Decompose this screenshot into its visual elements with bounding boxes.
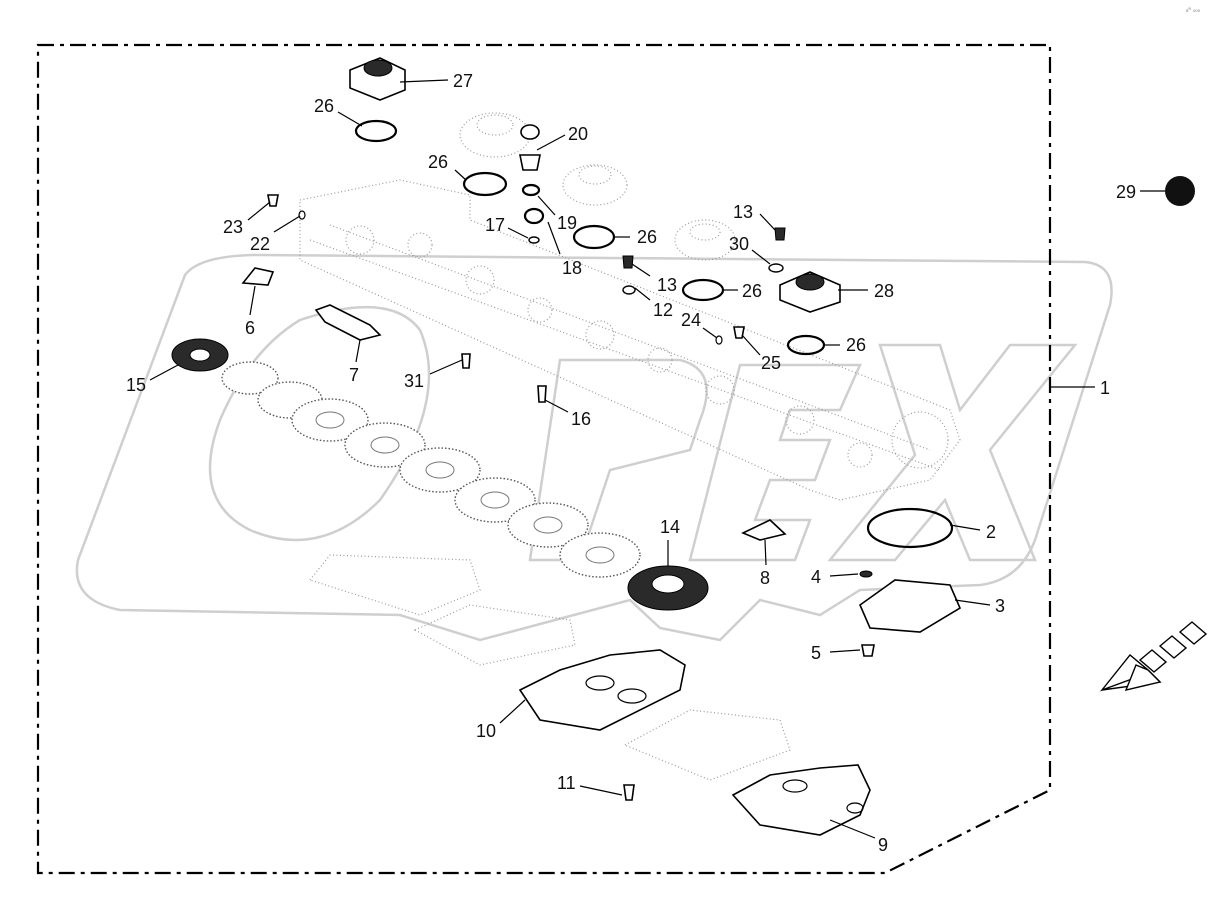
washer-30 — [768, 263, 784, 273]
skid-10-hole-2 — [617, 688, 647, 704]
callout-3: 3 — [995, 596, 1005, 616]
o-ring-26c — [572, 224, 616, 250]
callout-8: 8 — [760, 568, 770, 588]
callout-5: 5 — [811, 643, 821, 663]
callout-7: 7 — [349, 365, 359, 385]
callout-30: 30 — [729, 234, 749, 254]
callout-2: 2 — [986, 522, 996, 542]
washer-22 — [298, 210, 306, 220]
skid-9-hole-2 — [846, 802, 864, 814]
o-ring-26b — [462, 171, 508, 197]
gear-14-hub — [651, 574, 685, 594]
plug-4 — [859, 570, 873, 578]
bolt-5 — [861, 644, 875, 657]
callout-26e: 26 — [846, 335, 866, 355]
callout-16: 16 — [571, 409, 591, 429]
leader-lines — [149, 79, 1165, 839]
bolt-11 — [623, 784, 635, 801]
callout-6: 6 — [245, 318, 255, 338]
callout-9: 9 — [878, 835, 888, 855]
washer-24 — [715, 335, 723, 345]
part-28-hub — [779, 271, 841, 313]
ring-17 — [528, 236, 540, 244]
callout-10: 10 — [476, 721, 496, 741]
part-29-marker — [1165, 176, 1195, 206]
bolt-31 — [461, 353, 471, 369]
callout-15: 15 — [126, 375, 146, 395]
cone-6 — [241, 267, 275, 286]
callout-26b: 26 — [428, 152, 448, 172]
callout-19: 19 — [557, 213, 577, 233]
callout-24: 24 — [681, 310, 701, 330]
cutter-bar-frame — [299, 179, 961, 501]
nut-23 — [267, 194, 279, 207]
callout-31: 31 — [404, 371, 424, 391]
bolt-16 — [537, 385, 547, 403]
callout-28: 28 — [874, 281, 894, 301]
nut-13b — [622, 255, 634, 269]
nut-25 — [733, 326, 745, 339]
nut-20 — [519, 154, 541, 171]
skid-9 — [731, 764, 871, 836]
callout-17: 17 — [485, 215, 505, 235]
callout-27: 27 — [453, 71, 473, 91]
callout-25: 25 — [761, 353, 781, 373]
opex-watermark — [75, 253, 1113, 642]
o-ring-2 — [866, 507, 954, 549]
ring-19 — [521, 183, 541, 197]
corner-mark: ₈ᴿ ₀₀₀ — [1186, 7, 1201, 14]
callout-12: 12 — [653, 300, 673, 320]
cone-8 — [741, 519, 787, 541]
ring-18 — [523, 207, 545, 225]
callout-22: 22 — [250, 234, 270, 254]
callout-26a: 26 — [314, 96, 334, 116]
nut-13a — [774, 227, 786, 241]
callout-26d: 26 — [742, 281, 762, 301]
bracket-7 — [314, 304, 382, 341]
o-ring-26a — [354, 119, 398, 143]
travel-direction-arrow-icon — [1099, 621, 1208, 692]
callout-labels: 1 2 3 4 5 6 7 8 9 10 11 12 13 13 14 15 1… — [126, 71, 1136, 855]
callout-23: 23 — [223, 217, 243, 237]
gear-train — [221, 361, 641, 578]
callout-13a: 13 — [733, 202, 753, 222]
callout-13b: 13 — [657, 275, 677, 295]
assembly-boundary — [36, 43, 1052, 875]
callout-11: 11 — [557, 773, 576, 793]
callout-26c: 26 — [637, 227, 657, 247]
cover-plate-3 — [859, 579, 962, 633]
callout-4: 4 — [811, 567, 821, 587]
gear-15-hub — [189, 348, 211, 362]
part-27-hub — [349, 57, 406, 101]
callout-29: 29 — [1116, 182, 1136, 202]
callout-18: 18 — [562, 258, 582, 278]
callout-14: 14 — [660, 517, 680, 537]
upper-disc-housings — [459, 112, 736, 261]
washer-12 — [622, 285, 636, 295]
nut-20-top — [520, 124, 540, 140]
lower-skids — [308, 554, 791, 781]
o-ring-26d — [681, 278, 725, 302]
skid-9-hole — [782, 779, 808, 793]
callout-20: 20 — [568, 124, 588, 144]
callout-1: 1 — [1100, 378, 1110, 398]
skid-10-hole — [585, 675, 615, 691]
o-ring-26e — [786, 334, 826, 356]
